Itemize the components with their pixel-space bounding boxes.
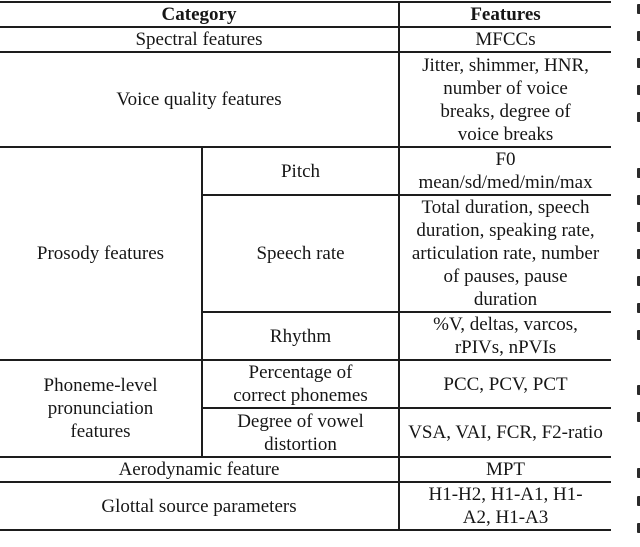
table-header-row: Category Features: [0, 2, 612, 28]
features-cell: F0 mean/sd/med/min/max: [398, 147, 612, 196]
table-row-voice-quality: Voice quality features Jitter, shimmer, …: [0, 52, 612, 148]
subcategory-cell: Speech rate: [200, 195, 400, 313]
clipped-adjacent-column: [635, 0, 640, 547]
header-category-cell: Category: [0, 2, 400, 28]
category-cell: Voice quality features: [0, 52, 400, 148]
table-row-glottal: Glottal source parameters H1-H2, H1-A1, …: [0, 482, 612, 531]
category-cell: Spectral features: [0, 27, 400, 53]
subcategory-cell: Percentage of correct phonemes: [200, 360, 400, 409]
features-cell: VSA, VAI, FCR, F2-ratio: [398, 408, 612, 458]
features-cell: H1-H2, H1-A1, H1-A2, H1-A3: [398, 482, 612, 531]
subcategory-cell: Degree of vowel distortion: [200, 408, 400, 458]
table-row-aerodynamic: Aerodynamic feature MPT: [0, 457, 612, 483]
category-cell: Aerodynamic feature: [0, 457, 400, 483]
features-text: Total duration, speech duration, speakin…: [411, 197, 600, 310]
table-row-pitch: Prosody features Pitch F0 mean/sd/med/mi…: [0, 147, 612, 361]
features-cell: %V, deltas, varcos, rPIVs, nPVIs: [398, 312, 612, 361]
category-cell-prosody: Prosody features: [0, 147, 202, 361]
subcategory-text: Percentage of correct phonemes: [233, 362, 368, 406]
features-cell: MFCCs: [398, 27, 612, 53]
subcategory-cell: Pitch: [200, 147, 400, 196]
table-row-rhythm: Rhythm %V, deltas, varcos, rPIVs, nPVIs: [0, 312, 612, 361]
features-cell: Total duration, speech duration, speakin…: [398, 195, 612, 313]
table-row-speech-rate: Speech rate Total duration, speech durat…: [0, 195, 612, 313]
features-cell: MPT: [398, 457, 612, 483]
category-cell-phoneme: Phoneme-level pronunciation features: [0, 360, 202, 458]
features-text: Jitter, shimmer, HNR, number of voice br…: [422, 54, 589, 145]
subcategory-text: Degree of vowel distortion: [237, 410, 364, 455]
features-cell: PCC, PCV, PCT: [398, 360, 612, 409]
table-row-vowel-distortion: Degree of vowel distortion VSA, VAI, FCR…: [0, 408, 612, 458]
features-text: %V, deltas, varcos, rPIVs, nPVIs: [433, 314, 578, 358]
category-text: Phoneme-level pronunciation features: [43, 375, 158, 442]
header-features-cell: Features: [398, 2, 612, 28]
features-text: H1-H2, H1-A1, H1-A2, H1-A3: [428, 484, 583, 528]
subcategory-cell: Rhythm: [200, 312, 400, 361]
speech-features-table: Category Features Spectral features MFCC…: [0, 1, 612, 531]
table-row-percent-correct: Phoneme-level pronunciation features Per…: [0, 360, 612, 458]
table-row-spectral: Spectral features MFCCs: [0, 27, 612, 53]
features-cell: Jitter, shimmer, HNR, number of voice br…: [398, 52, 612, 148]
category-cell: Glottal source parameters: [0, 482, 400, 531]
